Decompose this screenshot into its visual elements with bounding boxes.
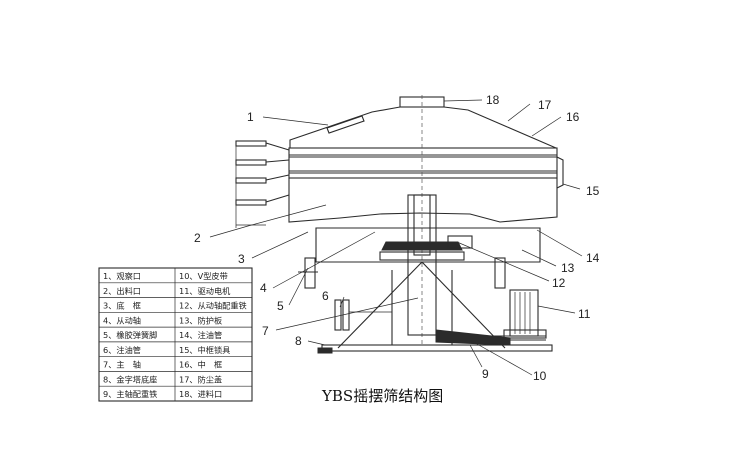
callout-2: 2 (194, 231, 201, 245)
observation-port (326, 115, 365, 134)
callout-3: 3 (238, 252, 245, 266)
legend-item: 10、V型皮带 (179, 271, 228, 281)
legend-item: 12、从动轴配重铁 (179, 301, 247, 311)
follower-counterweight (447, 235, 473, 249)
main-counterweight (435, 329, 511, 346)
callout-18: 18 (486, 93, 500, 107)
drive-motor (503, 289, 547, 339)
callout-12: 12 (552, 276, 566, 290)
callout-11: 11 (578, 307, 591, 321)
callout-numbers: 1 2 3 4 5 6 7 8 9 10 11 12 13 14 15 16 1… (194, 93, 600, 383)
legend-item: 15、中框锁具 (179, 345, 230, 355)
callout-17: 17 (538, 98, 552, 112)
legend-item: 1、观察口 (103, 271, 141, 281)
diagram-caption: YBS摇摆筛结构图 (321, 387, 443, 405)
legend-item: 14、注油管 (179, 330, 222, 340)
legend-item: 9、主轴配重铁 (103, 389, 157, 399)
callout-8: 8 (295, 334, 302, 348)
legend-item: 2、出料口 (103, 286, 141, 296)
parts-legend: 1、观察口 2、出料口 3、底 框 4、从动轴 5、橡胶弹簧脚 6、注油管 7、… (98, 267, 253, 402)
legend-item: 16、中 框 (179, 360, 222, 370)
callout-9: 9 (482, 367, 489, 381)
legend-item: 6、注油管 (103, 345, 141, 355)
legend-item: 3、底 框 (103, 301, 141, 311)
callout-5: 5 (277, 299, 284, 313)
legend-item: 11、驱动电机 (179, 286, 231, 296)
legend-item: 4、从动轴 (103, 315, 141, 325)
leader-lines (209, 99, 583, 376)
pyramid-base (317, 261, 553, 354)
callout-7: 7 (262, 324, 269, 338)
legend-item: 13、防护板 (179, 315, 222, 325)
callout-16: 16 (566, 110, 580, 124)
discharge-outlets (235, 140, 290, 228)
callout-15: 15 (586, 184, 600, 198)
legend-item: 7、主 轴 (103, 360, 141, 370)
legend-item: 5、橡胶弹簧脚 (103, 330, 157, 340)
callout-6: 6 (322, 289, 329, 303)
protective-plate (315, 227, 541, 263)
bottom-frame (288, 177, 558, 223)
callout-13: 13 (561, 261, 575, 275)
legend-item: 8、金字塔底座 (103, 374, 157, 384)
rubber-spring-feet (298, 257, 506, 289)
callout-1: 1 (247, 110, 254, 124)
callout-14: 14 (586, 251, 600, 265)
callout-4: 4 (260, 281, 267, 295)
callout-10: 10 (533, 369, 547, 383)
legend-item: 18、进料口 (179, 389, 222, 399)
machine-drawing (235, 95, 564, 354)
legend-item: 17、防尘盖 (179, 374, 222, 384)
